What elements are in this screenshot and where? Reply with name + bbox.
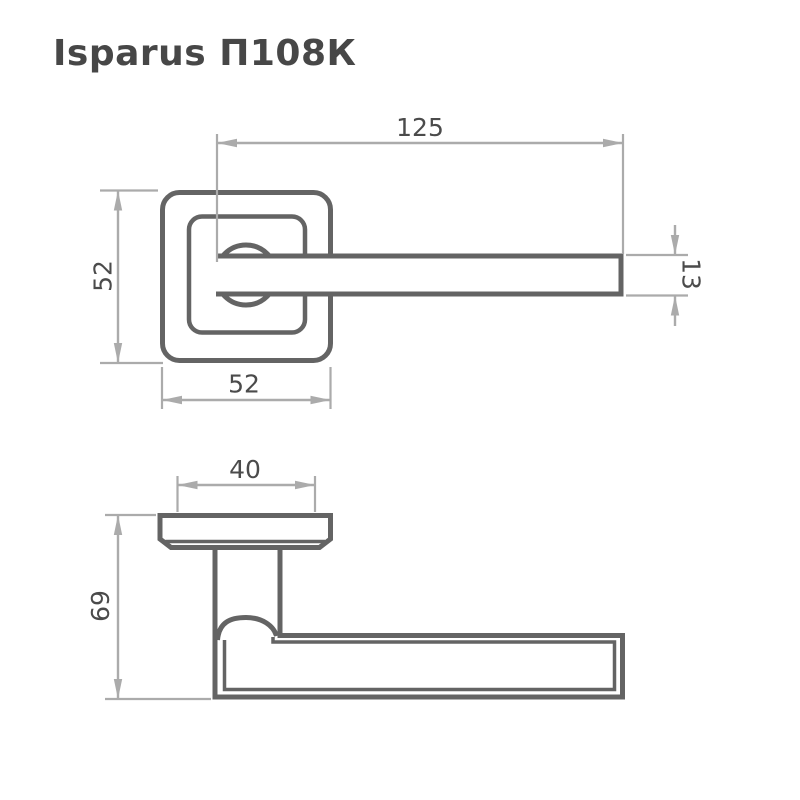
dimension-lever-thickness: 13 (626, 225, 706, 326)
side-view (157, 513, 625, 700)
arrowhead-top (113, 515, 123, 535)
arrowhead-right (295, 480, 315, 490)
dim-text-13: 13 (677, 258, 706, 290)
arrowhead-bottom (113, 679, 123, 699)
dim-text-40: 40 (229, 455, 261, 484)
lever-bar-fill (213, 258, 619, 292)
arrowhead-left (217, 138, 237, 148)
front-view (160, 190, 624, 363)
arrowhead-left (177, 480, 198, 490)
dimension-rosette-width: 52 (160, 367, 332, 409)
arrowhead-bottom (113, 343, 123, 363)
arrowhead-right (603, 138, 623, 148)
dimension-lever-length: 125 (215, 113, 625, 262)
lever-bar-outline (216, 253, 624, 297)
dim-text-52-left: 52 (89, 260, 118, 292)
rosette-side-profile (157, 513, 333, 550)
lever-side-inner-outline (222, 637, 617, 692)
arrowhead-top (670, 235, 680, 255)
dim-text-125: 125 (396, 113, 444, 142)
dim-text-52-bottom: 52 (228, 370, 260, 399)
arrowhead-bottom (670, 295, 680, 316)
dimension-rosette-face-width: 40 (176, 455, 317, 512)
dimension-overall-projection: 69 (86, 513, 211, 701)
arrowhead-right (310, 395, 331, 405)
neck-fillet-arc (215, 614, 279, 641)
arrowhead-top (113, 190, 123, 211)
arrowhead-left (162, 395, 182, 405)
drawing-title: Isparus П108К (53, 33, 356, 74)
lever-side-outline (212, 550, 625, 700)
dim-text-69: 69 (86, 590, 115, 622)
dimension-rosette-height: 52 (89, 189, 163, 365)
